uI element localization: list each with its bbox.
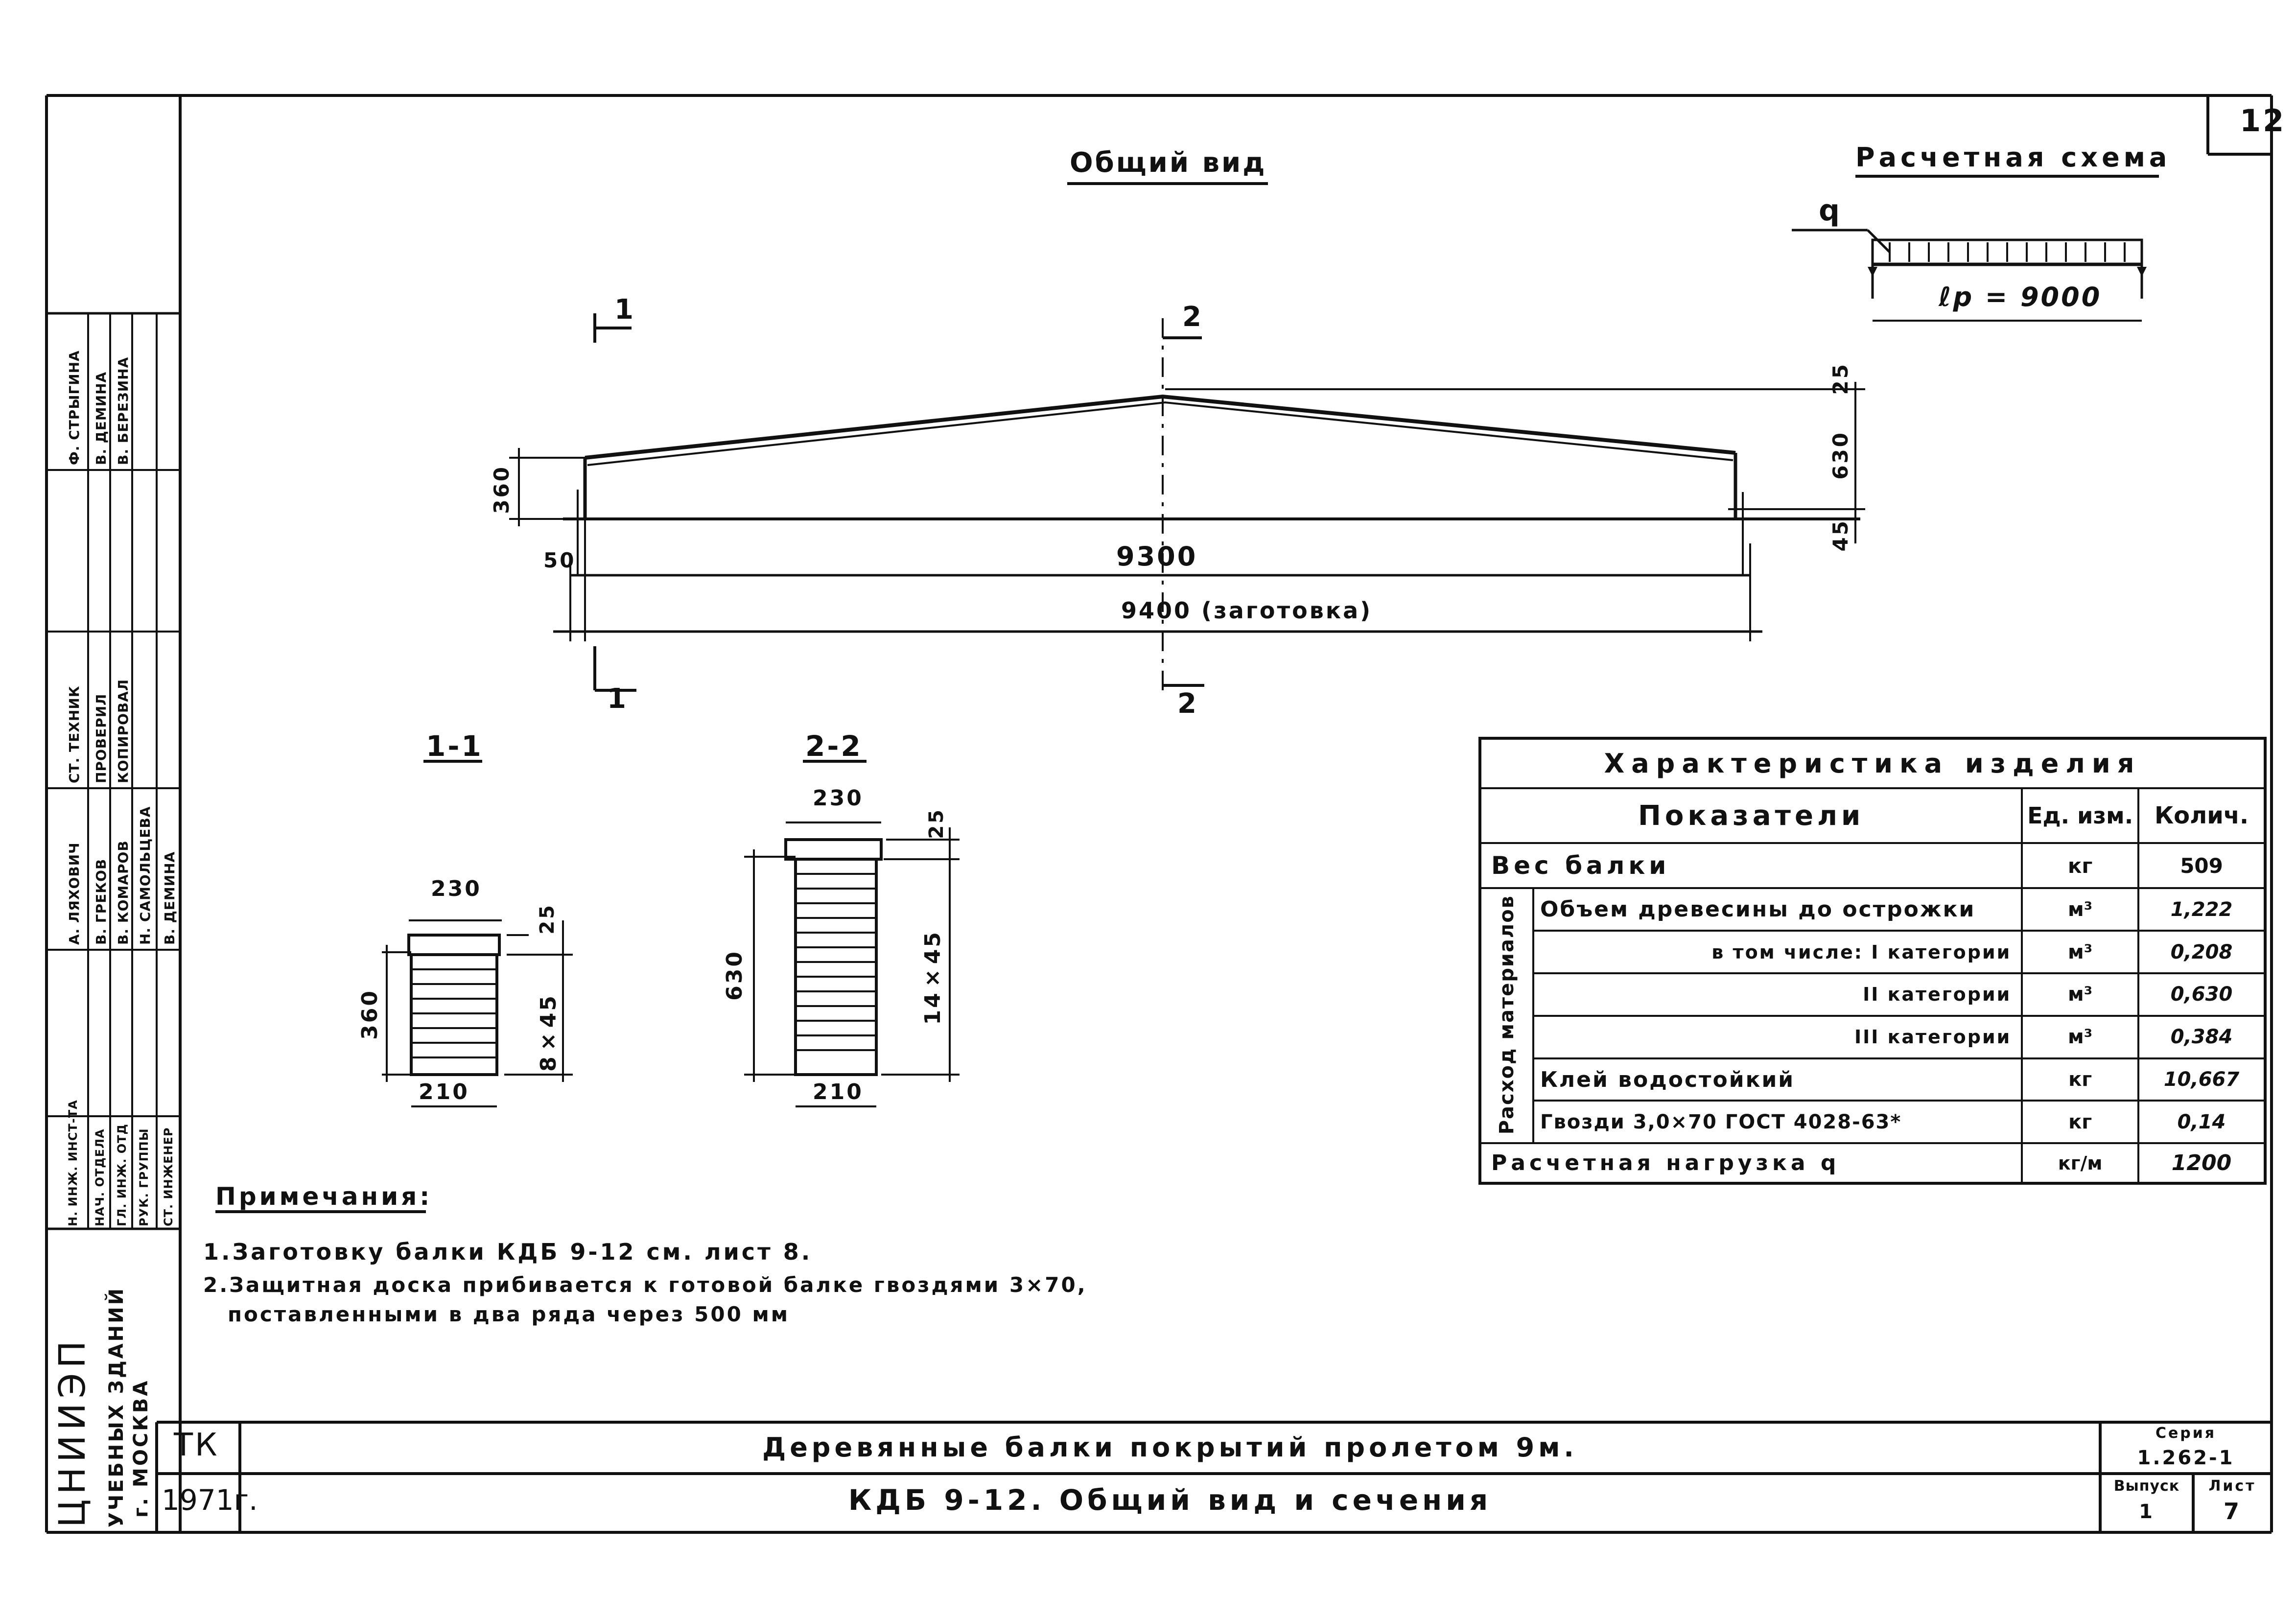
row-cat2-unit: м³ <box>2021 972 2140 1017</box>
dim-25: 25 <box>1828 362 1852 395</box>
row-cat3-qty: 0,384 <box>2137 1014 2266 1059</box>
row-glue-label: Клей водостойкий <box>1532 1057 2023 1102</box>
org-name: ЦНИИЭП <box>51 1336 94 1527</box>
note-1: 1.Заготовку балки КДБ 9-12 см. лист 8. <box>203 1239 813 1265</box>
design-scheme-load: q <box>1819 193 1842 228</box>
stamp-role-5: СТ. ИНЖЕНЕР <box>162 1127 175 1226</box>
section-1-1-title: 1-1 <box>426 729 483 763</box>
title-block-title1: Деревянные балки покрытий пролетом 9м. <box>762 1432 1578 1463</box>
row-nails-label: Гвозди 3,0×70 ГОСТ 4028-63* <box>1532 1100 2023 1145</box>
title-block-title2: КДБ 9-12. Общий вид и сечения <box>848 1483 1492 1517</box>
row-cat1-qty: 0,208 <box>2137 930 2266 974</box>
stamp-role2-2: ПРОВЕРИЛ <box>93 693 109 783</box>
group-label: Расход материалов <box>1495 895 1518 1135</box>
section-2-2-width-top: 230 <box>813 786 864 811</box>
org-line2: г. МОСКВА <box>130 1379 152 1518</box>
row-cat3-unit: м³ <box>2021 1014 2140 1059</box>
row-glue-qty: 10,667 <box>2137 1057 2266 1102</box>
group-cell: Расход материалов <box>1479 887 1534 1145</box>
page-number: 12 <box>2240 103 2286 139</box>
section-2-2-layers: 14×45 <box>920 930 945 1025</box>
dim-9400: 9400 (заготовка) <box>1121 597 1373 624</box>
sheet-label: Лист <box>2208 1478 2256 1495</box>
row-volume-qty: 1,222 <box>2137 887 2266 932</box>
characteristics-title: Характеристика изделия <box>1479 737 2266 790</box>
design-scheme-span: ℓр = 9000 <box>1939 282 2102 312</box>
row-load-label: Расчетная нагрузка q <box>1478 1142 2023 1184</box>
section-1-1-width-top: 230 <box>431 876 482 901</box>
row-volume-label: Объем древесины до острожки <box>1532 887 2023 932</box>
row-weight-qty: 509 <box>2137 842 2266 890</box>
dim-630: 630 <box>1828 431 1852 480</box>
section-2-2-title: 2-2 <box>805 729 863 763</box>
design-scheme-title: Расчетная схема <box>1855 142 2171 173</box>
stamp-role-4: РУК. ГРУППЫ <box>137 1128 151 1226</box>
section-1-1-height: 360 <box>357 989 382 1040</box>
row-weight-unit: кг <box>2021 842 2140 890</box>
title-block-year: 1971г. <box>162 1483 258 1517</box>
dim-360: 360 <box>490 465 514 514</box>
title-block-code: ТК <box>174 1427 219 1463</box>
stamp-name-3: В. КОМАРОВ <box>115 840 131 945</box>
stamp-role2-1: СТ. ТЕХНИК <box>66 685 82 783</box>
row-weight-label: Вес балки <box>1478 842 2023 890</box>
series-label: Серия <box>2155 1425 2217 1442</box>
section-2-2-width-bottom: 210 <box>813 1079 864 1104</box>
row-cat3-label: III категории <box>1532 1014 2023 1059</box>
notes-title: Примечания: <box>215 1182 433 1211</box>
issue-value: 1 <box>2139 1501 2155 1523</box>
header-unit: Ед. изм. <box>2021 787 2140 845</box>
dim-9300: 9300 <box>1116 541 1198 572</box>
characteristics-table: Характеристика изделия Показатели Ед. из… <box>1478 737 2267 1185</box>
stamp-name-5: В. ДЕМИНА <box>162 851 178 945</box>
row-glue-unit: кг <box>2021 1057 2140 1102</box>
stamp-role-3: ГЛ. ИНЖ. ОТД <box>115 1124 129 1226</box>
stamp-name-1: А. ЛЯХОВИЧ <box>66 842 82 945</box>
section-2-2-height: 630 <box>722 950 747 1001</box>
dim-50: 50 <box>543 548 576 572</box>
section-1-1-dim-25: 25 <box>536 903 559 935</box>
stamp-name-4: Н. САМОЛЬЦЕВА <box>137 806 153 945</box>
stamp-role-2: НАЧ. ОТДЕЛА <box>93 1128 107 1226</box>
stamp-name2-2: В. ДЕМИНА <box>93 371 109 465</box>
header-indicator: Показатели <box>1478 787 2023 845</box>
header-qty: Колич. <box>2137 787 2266 845</box>
note-2: 2.Защитная доска прибивается к готовой б… <box>203 1273 1087 1297</box>
section-1-1-width-bottom: 210 <box>419 1079 469 1104</box>
issue-label: Выпуск <box>2113 1478 2180 1495</box>
row-load-qty: 1200 <box>2137 1142 2266 1184</box>
row-cat1-label: в том числе: I категории <box>1532 930 2023 974</box>
section-mark-1-top: 1 <box>614 294 635 326</box>
dim-45: 45 <box>1828 519 1852 552</box>
stamp-name-2: В. ГРЕКОВ <box>93 858 109 945</box>
section-mark-2-top: 2 <box>1182 301 1203 333</box>
row-load-unit: кг/м <box>2021 1142 2140 1184</box>
row-volume-unit: м³ <box>2021 887 2140 932</box>
row-nails-unit: кг <box>2021 1100 2140 1145</box>
series-value: 1.262-1 <box>2137 1447 2235 1469</box>
org-line1: УЧЕБНЫХ ЗДАНИЙ <box>105 1286 128 1527</box>
row-cat2-label: II категории <box>1532 972 2023 1017</box>
section-mark-2-bottom: 2 <box>1177 688 1198 720</box>
sheet-value: 7 <box>2223 1498 2242 1525</box>
stamp-role-1: Н. ИНЖ. ИНСТ-ТА <box>66 1100 80 1226</box>
row-cat1-unit: м³ <box>2021 930 2140 974</box>
stamp-name2-1: Ф. СТРЫГИНА <box>66 350 82 465</box>
section-1-1-layers: 8×45 <box>536 994 561 1072</box>
row-nails-qty: 0,14 <box>2137 1100 2266 1145</box>
general-view-title: Общий вид <box>1070 147 1267 179</box>
note-3: поставленными в два ряда через 500 мм <box>228 1302 790 1326</box>
stamp-name2-3: В. БЕРЕЗИНА <box>115 356 131 465</box>
section-2-2-dim-25: 25 <box>925 808 948 839</box>
stamp-role2-3: КОПИРОВАЛ <box>115 679 131 783</box>
section-mark-1-bottom: 1 <box>607 683 628 715</box>
row-cat2-qty: 0,630 <box>2137 972 2266 1017</box>
